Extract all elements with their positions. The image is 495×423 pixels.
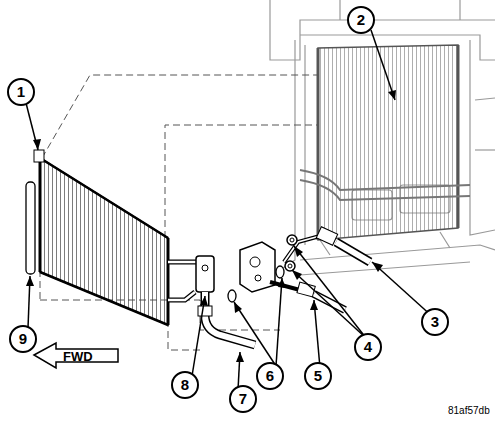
callout-number: 1 — [7, 78, 35, 106]
callout-number: 4 — [354, 333, 382, 361]
figure-code: 81af57db — [448, 405, 490, 416]
callout-number: 8 — [171, 371, 199, 399]
forward-label: FWD — [63, 349, 93, 364]
callout-number: 2 — [347, 6, 375, 34]
callout-number: 7 — [229, 385, 257, 413]
callout-number: 9 — [9, 325, 37, 353]
callout-number: 5 — [304, 362, 332, 390]
callout-number: 3 — [421, 308, 449, 336]
callout-number: 6 — [256, 362, 284, 390]
